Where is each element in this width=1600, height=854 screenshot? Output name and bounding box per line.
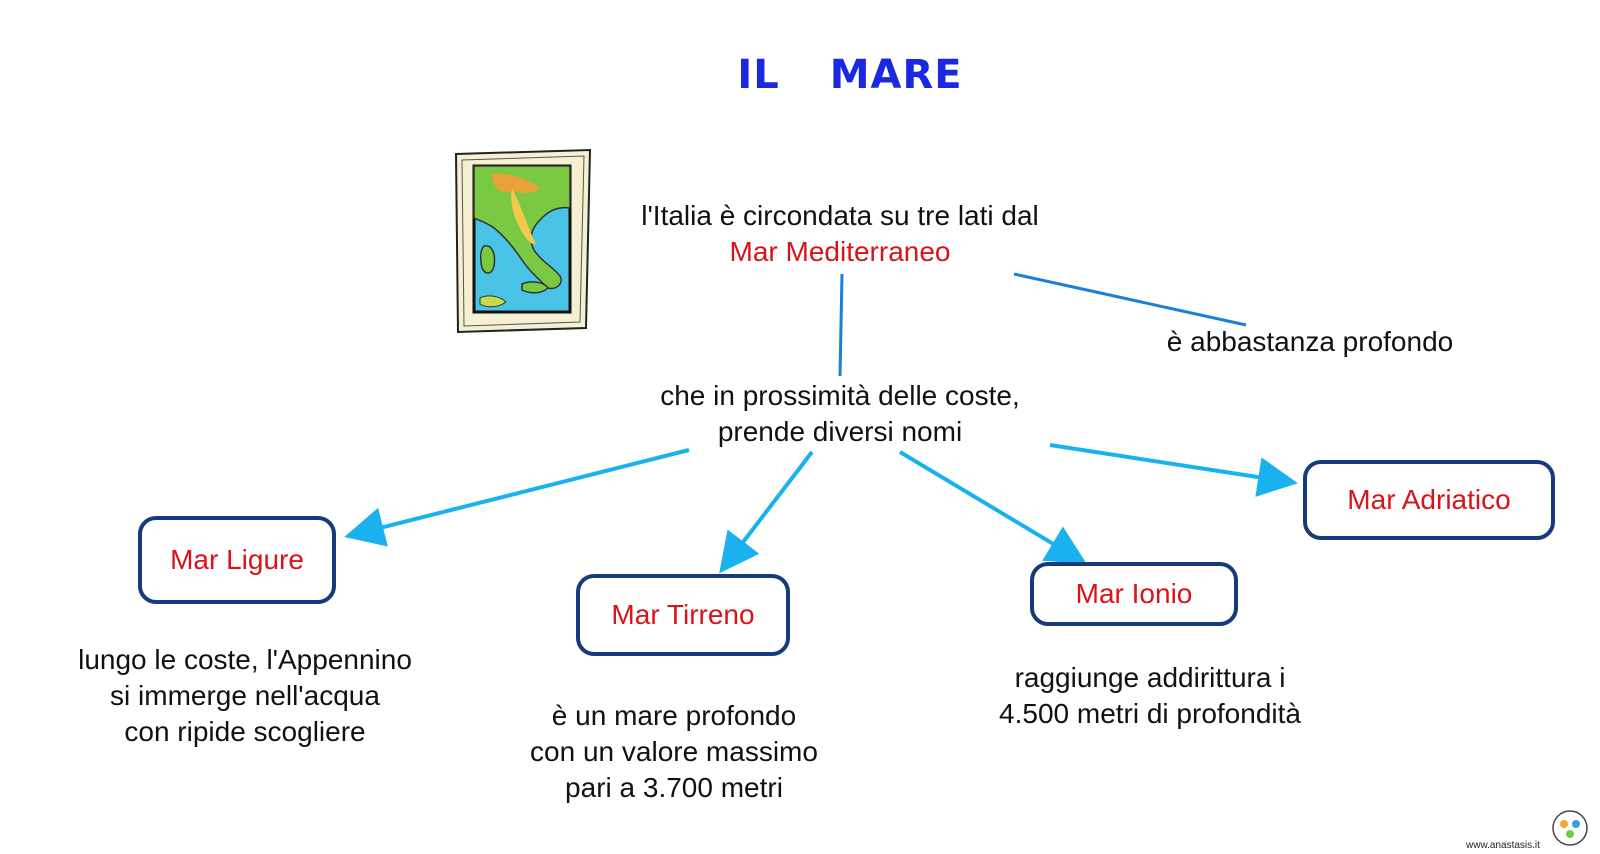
ligure-desc-line-3: con ripide scogliere <box>124 716 366 747</box>
intro-text: l'Italia è circondata su tre lati dal Ma… <box>560 198 1120 270</box>
tirreno-description: è un mare profondo con un valore massimo… <box>484 698 864 806</box>
sea-name-tirreno: Mar Tirreno <box>611 599 755 630</box>
sea-box-ionio: Mar Ionio <box>1030 562 1238 626</box>
footer-url: www.anastasis.it <box>1466 840 1540 851</box>
sea-box-tirreno: Mar Tirreno <box>576 574 790 656</box>
names-note-line-1: che in prossimità delle coste, <box>660 380 1020 411</box>
ligure-desc-line-1: lungo le coste, l'Appennino <box>78 644 412 675</box>
ionio-desc-line-2: 4.500 metri di profondità <box>999 698 1301 729</box>
ligure-description: lungo le coste, l'Appennino si immerge n… <box>30 642 460 750</box>
tirreno-desc-line-1: è un mare profondo <box>551 700 797 731</box>
line-mediterraneo-to-names <box>838 273 844 377</box>
sea-box-ligure: Mar Ligure <box>138 516 336 604</box>
intro-mediterraneo: Mar Mediterraneo <box>729 236 951 267</box>
arrow-to-adriatico <box>1049 443 1298 497</box>
names-note: che in prossimità delle coste, prende di… <box>580 378 1100 450</box>
tirreno-desc-line-2: con un valore massimo <box>530 736 818 767</box>
ligure-desc-line-2: si immerge nell'acqua <box>110 680 380 711</box>
names-note-line-2: prende diversi nomi <box>717 416 963 447</box>
arrow-to-ligure <box>344 448 690 547</box>
page-title: IL MARE <box>700 52 1000 102</box>
ionio-description: raggiunge addirittura i 4.500 metri di p… <box>960 660 1340 732</box>
italy-map-icon <box>454 148 592 334</box>
sea-box-adriatico: Mar Adriatico <box>1303 460 1555 540</box>
sea-name-ionio: Mar Ionio <box>1075 578 1193 609</box>
tirreno-desc-line-3: pari a 3.700 metri <box>565 772 783 803</box>
sea-name-ligure: Mar Ligure <box>170 544 304 575</box>
line-mediterraneo-to-depth <box>1013 272 1247 327</box>
supermappe-logo-icon <box>1552 810 1588 846</box>
depth-note: è abbastanza profondo <box>1166 326 1454 357</box>
title-word-il: IL <box>737 52 780 98</box>
intro-line-1: l'Italia è circondata su tre lati dal <box>641 200 1039 231</box>
sea-name-adriatico: Mar Adriatico <box>1347 484 1511 515</box>
title-word-mare: MARE <box>829 52 963 98</box>
ionio-desc-line-1: raggiunge addirittura i <box>1014 662 1286 693</box>
arrow-to-ionio <box>898 450 1087 565</box>
arrow-to-tirreno <box>719 450 814 574</box>
